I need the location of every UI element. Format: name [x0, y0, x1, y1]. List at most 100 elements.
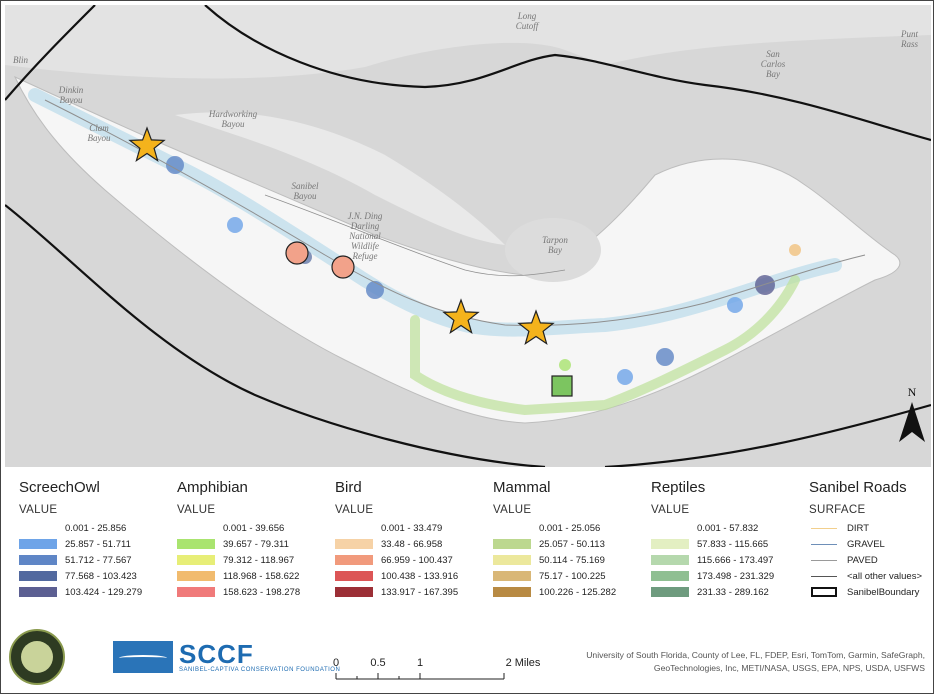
legend-group-subtitle: VALUE [19, 504, 58, 516]
map-attribution: University of South Florida, County of L… [586, 650, 925, 673]
legend-item-label: 0.001 - 25.056 [539, 522, 601, 534]
circle-marker[interactable] [331, 255, 355, 279]
legend-item-label: 75.17 - 100.225 [539, 570, 606, 582]
star-marker[interactable] [128, 126, 166, 163]
legend-swatch [177, 555, 215, 565]
legend-item: 57.833 - 115.665 [651, 536, 774, 552]
legend-swatch [177, 523, 215, 533]
legend-item: 0.001 - 25.056 [493, 520, 616, 536]
legend-item-label: 0.001 - 25.856 [65, 522, 127, 534]
legend-swatch [493, 539, 531, 549]
legend-item-label: 0.001 - 39.656 [223, 522, 285, 534]
label-clam-bayou: Clam Bayou [87, 123, 111, 143]
legend-group-title: Reptiles [651, 479, 706, 496]
legend-swatch [651, 571, 689, 581]
legend-swatch [335, 587, 373, 597]
legend-line-swatch [811, 575, 837, 577]
label-ding-darling: J.N. Ding Darling National Wildlife Refu… [347, 211, 383, 261]
legend-group-title: Sanibel Roads [809, 479, 907, 496]
sanibel-island [13, 75, 901, 424]
legend-item-label: 115.666 - 173.497 [697, 554, 774, 566]
legend-item-label: 66.959 - 100.437 [381, 554, 453, 566]
legend-item: SanibelBoundary [809, 584, 922, 600]
legend-swatch [19, 587, 57, 597]
main-road [44, 99, 866, 326]
legend-item: 0.001 - 57.832 [651, 520, 774, 536]
legend-item-label: 133.917 - 167.395 [381, 586, 459, 598]
legend-item: 25.057 - 50.113 [493, 536, 616, 552]
legend-swatch [335, 571, 373, 581]
label-tarpon-bay: Tarpon Bay [542, 235, 568, 255]
legend-item-label: <all other values> [847, 570, 922, 582]
legend-item: 77.568 - 103.423 [19, 568, 142, 584]
sccf-logo: SCCF SANIBEL-CAPTIVA CONSERVATION FOUNDA… [113, 641, 340, 673]
legend-item-label: 158.623 - 198.278 [223, 586, 301, 598]
legend-swatch [177, 587, 215, 597]
label-hardworking-bayou: Hardworking Bayou [208, 109, 258, 129]
map-panel[interactable]: Long Cutoff San Carlos Bay Punt Rass Bli… [5, 5, 931, 467]
legend-item: 39.657 - 79.311 [177, 536, 300, 552]
label-san-carlos-bay: San Carlos Bay [760, 49, 786, 79]
label-long-cutoff: Long Cutoff [515, 11, 539, 31]
legend-group-title: Amphibian [177, 479, 248, 496]
legend-swatch [19, 539, 57, 549]
city-seal-logo [9, 629, 65, 685]
legend-item-label: 57.833 - 115.665 [697, 538, 769, 550]
scale-label-0: 0 [332, 657, 340, 669]
legend-group-title: Bird [335, 479, 362, 496]
label-blind-pass: Blin [13, 55, 28, 65]
legend-swatch [493, 523, 531, 533]
legend-item: 51.712 - 77.567 [19, 552, 142, 568]
north-label: N [907, 385, 917, 399]
legend-item: <all other values> [809, 568, 922, 584]
legend-item-label: 25.057 - 50.113 [539, 538, 605, 550]
star-marker[interactable] [517, 309, 555, 346]
legend-item: 118.968 - 158.622 [177, 568, 300, 584]
star-marker[interactable] [442, 298, 480, 335]
legend-group-subtitle: VALUE [493, 504, 532, 516]
north-arrow-icon [899, 402, 925, 442]
legend-swatch [19, 555, 57, 565]
legend-item-label: PAVED [847, 554, 878, 566]
map-canvas[interactable] [5, 5, 931, 467]
legend-swatch [177, 539, 215, 549]
legend-item: 115.666 - 173.497 [651, 552, 774, 568]
legend-group-title: Mammal [493, 479, 551, 496]
legend-item-label: 118.968 - 158.622 [223, 570, 300, 582]
legend-group-subtitle: VALUE [335, 504, 374, 516]
refuge-area [175, 112, 505, 245]
square-marker[interactable] [551, 375, 573, 397]
legend-item: DIRT [809, 520, 922, 536]
scale-bar-ruler [335, 673, 505, 680]
legend-line-swatch [811, 543, 837, 545]
sccf-logo-tagline: SANIBEL-CAPTIVA CONSERVATION FOUNDATION [179, 667, 341, 673]
scale-label-2: 2 Miles [505, 657, 541, 669]
sanibel-boundary [5, 5, 931, 467]
label-sanibel-bayou: Sanibel Bayou [291, 181, 319, 201]
tarpon-bay-water [505, 218, 601, 282]
legend-swatch [19, 523, 57, 533]
legend-swatch [651, 523, 689, 533]
label-punta-rassa: Punt Rass [901, 29, 919, 49]
legend-group-subtitle: SURFACE [809, 504, 866, 516]
legend-swatch [19, 571, 57, 581]
legend-item: 25.857 - 51.711 [19, 536, 142, 552]
circle-marker[interactable] [285, 241, 309, 265]
legend-swatch [335, 539, 373, 549]
legend-swatch [651, 539, 689, 549]
scale-label-1: 1 [416, 657, 424, 669]
legend-item: 173.498 - 231.329 [651, 568, 774, 584]
legend-item-label: 0.001 - 57.832 [697, 522, 759, 534]
legend-group-title: ScreechOwl [19, 479, 100, 496]
legend-swatch [651, 587, 689, 597]
legend-item: GRAVEL [809, 536, 922, 552]
legend-item: PAVED [809, 552, 922, 568]
legend-swatch [177, 571, 215, 581]
